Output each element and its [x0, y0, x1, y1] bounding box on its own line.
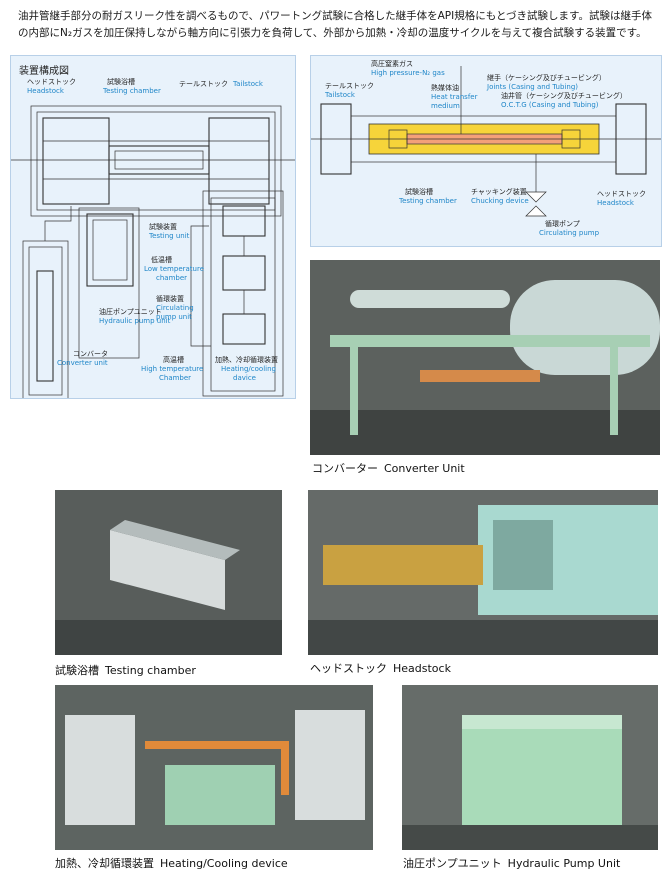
label-octg-en: O.C.T.G (Casing and Tubing): [501, 101, 599, 109]
label-conv-jp: コンバータ: [73, 349, 108, 358]
headstock-photo: [308, 490, 658, 655]
intro-text: 油井管継手部分の耐ガスリーク性を調べるもので、パワートング試験に合格した継手体を…: [18, 10, 653, 39]
heating-cooling-outline: [202, 190, 284, 397]
caption-headstock: ヘッドストック Headstock: [310, 660, 451, 676]
label-circ-jp: 循環装置: [156, 294, 184, 303]
caption-headstock-en: Headstock: [393, 662, 451, 675]
label-octg-jp: 油井管（ケーシング及びチュービング）: [501, 91, 627, 100]
label-high-en1: High temperature: [141, 365, 203, 373]
hydraulic-pump-box: [86, 213, 134, 287]
caption-testing: 試験浴槽 Testing chamber: [55, 662, 196, 678]
label-tail-jp: テールストック: [325, 82, 374, 90]
system-diagram-panel: 装置構成図 ヘッドストック Headstock 試験浴槽 T: [10, 55, 296, 399]
converter-photo: [310, 260, 660, 455]
converter-outline: [22, 240, 69, 398]
caption-headstock-jp: ヘッドストック: [310, 662, 387, 675]
circulating-box: [222, 255, 266, 291]
testing-unit-outline: [30, 105, 282, 217]
label-testing-unit-jp: 試験装置: [149, 222, 177, 231]
label-chamber-en: Testing chamber: [102, 87, 161, 95]
label-low-en1: Low temperature: [144, 265, 204, 273]
label-chuck-jp: チャッキング装置: [471, 187, 527, 196]
testing-chamber-box: [108, 145, 210, 175]
caption-heating-jp: 加熱、冷却循環装置: [55, 857, 154, 870]
label-conv-en: Converter unit: [57, 359, 108, 367]
caption-testing-en: Testing chamber: [105, 664, 196, 677]
label-tailstock-jp: テールストック: [179, 80, 228, 88]
label-high-jp: 高温槽: [163, 355, 184, 364]
label-head2-en: Headstock: [597, 199, 635, 207]
section-diagram: 高圧窒素ガス High pressure-N₂ gas テールストック Tail…: [311, 59, 661, 237]
label-low-en2: chamber: [156, 274, 187, 282]
caption-hydraulic: 油圧ポンプユニット Hydraulic Pump Unit: [403, 855, 620, 871]
high-temp-box: [222, 313, 266, 345]
label-high-en2: Chamber: [159, 374, 191, 382]
label-chamber2-jp: 試験浴槽: [405, 187, 433, 196]
headstock-box: [42, 117, 110, 205]
hydraulic-pump-photo: [402, 685, 658, 850]
low-temp-box: [222, 205, 266, 237]
section-diagram-panel: 高圧窒素ガス High pressure-N₂ gas テールストック Tail…: [310, 55, 662, 247]
system-diagram: ヘッドストック Headstock 試験浴槽 Testing chamber テ…: [11, 77, 295, 398]
label-n2-jp: 高圧窒素ガス: [371, 59, 413, 68]
system-diagram-title: 装置構成図: [19, 66, 69, 77]
label-heat-medium-jp: 熱媒体油: [431, 83, 459, 92]
label-n2-en: High pressure-N₂ gas: [371, 69, 445, 77]
label-circ-en2: pump unit: [156, 313, 192, 321]
label-heat-jp: 加熱、冷却循環装置: [215, 355, 278, 364]
label-joint-en: Joints (Casing and Tubing): [486, 83, 578, 91]
label-testing-unit-en: Testing unit: [148, 232, 190, 240]
label-heat-medium-en1: Heat transfer: [431, 93, 478, 101]
label-joint-jp: 継手（ケーシング及びチュービング）: [487, 73, 606, 82]
label-hyd-en: Hydraulic pump unit: [99, 317, 171, 325]
testing-chamber-photo: [55, 490, 282, 655]
label-low-jp: 低温槽: [151, 255, 172, 264]
label-headstock-en: Headstock: [27, 87, 65, 95]
label-tail-en: Tailstock: [324, 91, 356, 99]
label-chamber-jp: 試験浴槽: [107, 77, 135, 86]
caption-heating-en: Heating/Cooling device: [160, 857, 288, 870]
label-chamber2-en: Testing chamber: [398, 197, 457, 205]
label-heat-en1: Heating/cooling: [221, 365, 276, 373]
label-chuck-en: Chucking device: [471, 197, 529, 205]
label-circ-en1: Circulating: [156, 304, 194, 312]
label-tailstock-en: Tailstock: [232, 80, 264, 88]
caption-converter-en: Converter Unit: [384, 462, 465, 475]
label-hyd-jp: 油圧ポンプユニット: [99, 307, 162, 316]
label-headstock-jp: ヘッドストック: [27, 78, 76, 86]
label-heat-medium-en2: medium: [431, 102, 460, 110]
caption-converter: コンバーター Converter Unit: [312, 460, 465, 476]
caption-testing-jp: 試験浴槽: [55, 664, 99, 677]
converter-unit-box: [36, 270, 54, 382]
label-heat-en2: davice: [233, 374, 256, 382]
label-pump-en: Circulating pump: [539, 229, 600, 237]
caption-heating: 加熱、冷却循環装置 Heating/Cooling device: [55, 855, 288, 871]
caption-hydraulic-en: Hydraulic Pump Unit: [507, 857, 621, 870]
label-head2-jp: ヘッドストック: [597, 190, 646, 198]
caption-converter-jp: コンバーター: [312, 462, 378, 475]
label-pump-jp: 循環ポンプ: [545, 219, 580, 228]
heating-cooling-photo: [55, 685, 373, 850]
caption-hydraulic-jp: 油圧ポンプユニット: [403, 857, 502, 870]
